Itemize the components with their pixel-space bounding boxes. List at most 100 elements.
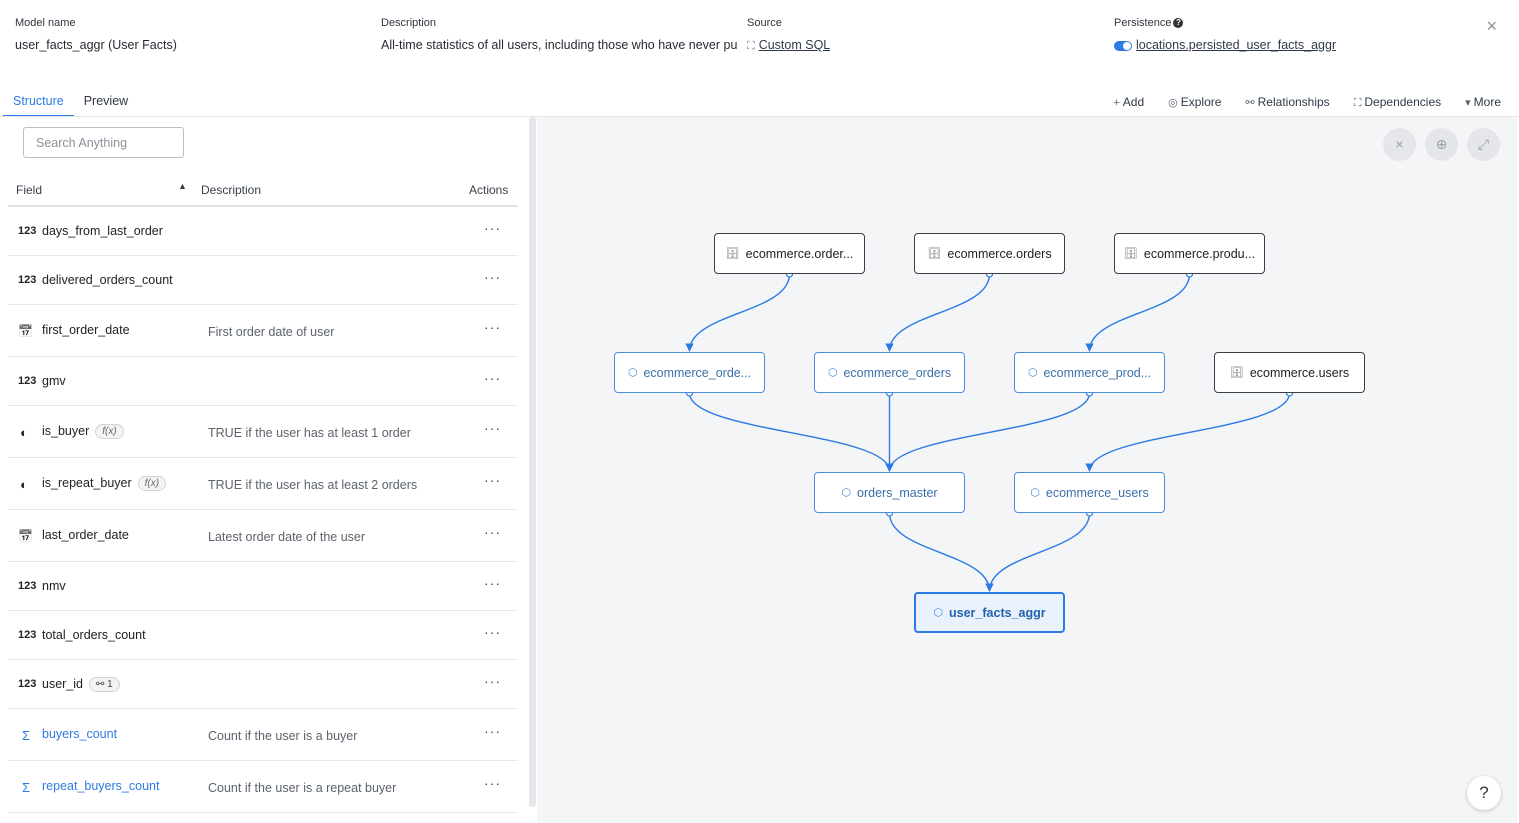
source-link[interactable]: Custom SQL xyxy=(758,38,831,52)
scrollbar[interactable] xyxy=(529,117,536,807)
graph-edge xyxy=(985,512,1091,592)
field-name[interactable]: gmv xyxy=(42,374,66,388)
add-button[interactable]: +Add xyxy=(1113,95,1145,109)
field-name[interactable]: buyers_count xyxy=(42,727,118,741)
number-type-icon: 123 xyxy=(18,678,37,690)
persistence-label: Persistence xyxy=(1114,17,1172,29)
graph-node-model[interactable]: ⬡ ecommerce_orde... xyxy=(614,352,765,393)
source-label: Source xyxy=(747,17,782,29)
table-row[interactable]: 123 delivered_orders_count ··· xyxy=(8,256,518,305)
graph-node-source[interactable]: 🗄ecommerce.users xyxy=(1214,352,1365,393)
row-actions-icon[interactable]: ··· xyxy=(484,673,501,689)
calendar-icon: 📅 xyxy=(18,529,33,543)
cube-icon: ⬡ xyxy=(627,367,638,379)
boolean-icon: ◐ xyxy=(20,477,28,492)
graph-node-label: ecommerce_prod... xyxy=(1043,365,1152,380)
graph-node-source[interactable]: 🗄ecommerce.order... xyxy=(714,233,865,274)
table-row[interactable]: 123 user_id⚯ 1 ··· xyxy=(8,660,518,709)
table-row[interactable]: 123 gmv ··· xyxy=(8,357,518,406)
tab-preview[interactable]: Preview xyxy=(83,94,129,108)
target-icon[interactable]: ⊕ xyxy=(1425,128,1458,161)
field-name[interactable]: first_order_date xyxy=(42,323,130,337)
row-actions-icon[interactable]: ··· xyxy=(484,269,501,285)
field-name[interactable]: delivered_orders_count xyxy=(42,273,173,287)
row-actions-icon[interactable]: ··· xyxy=(484,370,501,386)
field-name[interactable]: total_orders_count xyxy=(42,628,146,642)
sigma-icon: Σ xyxy=(22,728,31,743)
field-name[interactable]: repeat_buyers_count xyxy=(42,779,160,793)
field-name[interactable]: last_order_date xyxy=(42,528,129,542)
row-actions-icon[interactable]: ··· xyxy=(484,319,501,335)
row-actions-icon[interactable]: ··· xyxy=(484,220,501,236)
graph-node-source[interactable]: 🗄 ecommerce.orders xyxy=(914,233,1065,274)
relationship-icon: ⚯ xyxy=(1245,97,1255,109)
row-actions-icon[interactable]: ··· xyxy=(484,775,501,791)
model-header: Model name user_facts_aggr (User Facts) … xyxy=(0,0,1519,88)
row-actions-icon[interactable]: ··· xyxy=(484,624,501,640)
sort-asc-icon[interactable]: ▲ xyxy=(178,181,187,191)
graph-node-source[interactable]: 🗄ecommerce.produ... xyxy=(1114,233,1265,274)
graph-node-current[interactable]: ⬡user_facts_aggr xyxy=(914,592,1065,633)
model-name-block: Model name user_facts_aggr (User Facts) xyxy=(15,17,177,52)
formula-badge: f(x) xyxy=(95,424,124,440)
close-icon[interactable]: × xyxy=(1486,16,1497,36)
persistence-link[interactable]: locations.persisted_user_facts_aggr xyxy=(1136,38,1337,52)
number-type-icon: 123 xyxy=(18,375,37,387)
row-actions-icon[interactable]: ··· xyxy=(484,472,501,488)
tab-structure[interactable]: Structure xyxy=(3,88,74,117)
relationships-button[interactable]: ⚯Relationships xyxy=(1245,95,1330,109)
search-input[interactable] xyxy=(23,127,184,158)
graph-edge xyxy=(685,273,791,352)
field-name[interactable]: days_from_last_order xyxy=(42,224,163,238)
table-row[interactable]: 123 nmv ··· xyxy=(8,562,518,611)
graph-node-model[interactable]: ⬡ecommerce_users xyxy=(1014,472,1165,513)
graph-edge xyxy=(885,273,991,352)
help-icon[interactable]: ? xyxy=(1173,18,1184,29)
more-button[interactable]: ▾More xyxy=(1465,95,1501,109)
field-name[interactable]: nmv xyxy=(42,579,66,593)
number-type-icon: 123 xyxy=(18,274,37,286)
row-actions-icon[interactable]: ··· xyxy=(484,524,501,540)
number-type-icon: 123 xyxy=(18,225,37,237)
graph-edge xyxy=(1085,273,1191,352)
graph-node-model[interactable]: ⬡ecommerce_prod... xyxy=(1014,352,1165,393)
graph-node-label: user_facts_aggr xyxy=(949,605,1046,620)
plus-icon: + xyxy=(1113,97,1120,109)
graph-node-label: ecommerce.orders xyxy=(947,246,1052,261)
row-actions-icon[interactable]: ··· xyxy=(484,420,501,436)
row-actions-icon[interactable]: ··· xyxy=(484,575,501,591)
dependencies-button[interactable]: ⛶Dependencies xyxy=(1353,95,1442,109)
field-name[interactable]: user_id⚯ 1 xyxy=(42,677,120,693)
sql-icon: ⛶ xyxy=(747,40,755,52)
actions-column-header: Actions xyxy=(469,183,509,197)
database-icon: 🗄 xyxy=(927,248,942,260)
dependency-graph[interactable]: × ⊕ ⤢ ? 🗄ecommerce.order... 🗄 ecommerce.or… xyxy=(537,117,1517,823)
graph-node-model[interactable]: ⬡orders_master xyxy=(814,472,965,513)
graph-node-model[interactable]: ⬡ecommerce_orders xyxy=(814,352,965,393)
row-actions-icon[interactable]: ··· xyxy=(484,723,501,739)
persistence-toggle[interactable] xyxy=(1114,40,1132,51)
explore-button[interactable]: ◎Explore xyxy=(1168,95,1222,109)
help-button[interactable]: ? xyxy=(1467,776,1501,810)
tab-bar: Structure Preview xyxy=(3,88,138,117)
field-description: TRUE if the user has at least 2 orders xyxy=(208,478,418,492)
graph-edge xyxy=(888,512,994,592)
field-column-header[interactable]: Field xyxy=(16,183,43,197)
cube-icon: ⬡ xyxy=(827,367,838,379)
field-description: Count if the user is a buyer xyxy=(208,729,358,743)
database-icon: 🗄 xyxy=(1123,248,1138,260)
table-row[interactable]: 123 days_from_last_order ··· xyxy=(8,207,518,256)
expand-icon[interactable]: ⤢ xyxy=(1467,128,1500,161)
graph-node-label: ecommerce_orde... xyxy=(643,365,752,380)
number-type-icon: 123 xyxy=(18,580,37,592)
close-icon[interactable]: × xyxy=(1383,128,1416,161)
